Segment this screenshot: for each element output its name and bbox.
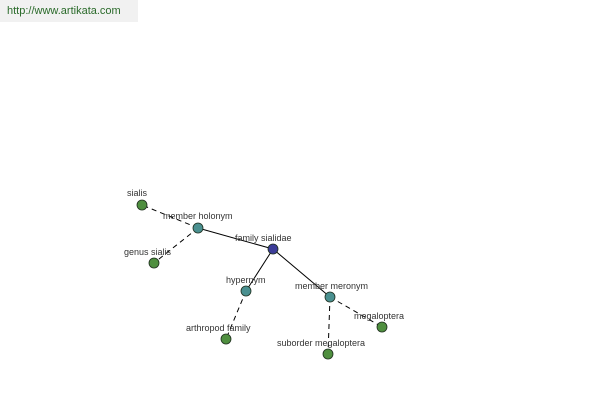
url-text[interactable]: http://www.artikata.com <box>7 5 121 17</box>
edge-member-meronym-to-megaloptera <box>329 296 383 328</box>
label-sialis[interactable]: sialis <box>127 188 148 198</box>
node-family-sialidae[interactable] <box>267 243 279 255</box>
node-member-holonym[interactable] <box>192 222 204 234</box>
node-arthropod-family[interactable] <box>220 333 232 345</box>
label-member-holonym[interactable]: member holonym <box>163 211 233 221</box>
url-bar[interactable]: http://www.artikata.com <box>0 0 138 22</box>
label-member-meronym[interactable]: member meronym <box>295 281 368 291</box>
edge-member-holonym-to-sialis <box>141 204 199 229</box>
label-arthropod-family[interactable]: arthropod family <box>186 323 251 333</box>
label-suborder-megaloptera[interactable]: suborder megaloptera <box>277 338 365 348</box>
edge-family-sialidae-to-hypernym <box>245 248 274 292</box>
label-genus-sialis[interactable]: genus sialis <box>124 247 172 257</box>
edge-member-holonym-to-genus-sialis <box>153 227 199 264</box>
node-sialis[interactable] <box>136 199 148 211</box>
nodes-layer <box>136 199 388 360</box>
node-genus-sialis[interactable] <box>148 257 160 269</box>
labels-layer: family sialidae member holonym hypernym mem… <box>124 188 404 348</box>
edge-family-sialidae-to-member-meronym <box>272 248 331 298</box>
node-megaloptera[interactable] <box>376 321 388 333</box>
node-member-meronym[interactable] <box>324 291 336 303</box>
edges-layer <box>141 204 383 355</box>
node-suborder-megaloptera[interactable] <box>322 348 334 360</box>
label-hypernym[interactable]: hypernym <box>226 275 266 285</box>
label-megaloptera[interactable]: megaloptera <box>354 311 404 321</box>
node-hypernym[interactable] <box>240 285 252 297</box>
edge-family-sialidae-to-member-holonym <box>197 227 274 250</box>
edge-member-meronym-to-suborder-megaloptera <box>327 296 331 355</box>
label-family-sialidae[interactable]: family sialidae <box>235 233 292 243</box>
